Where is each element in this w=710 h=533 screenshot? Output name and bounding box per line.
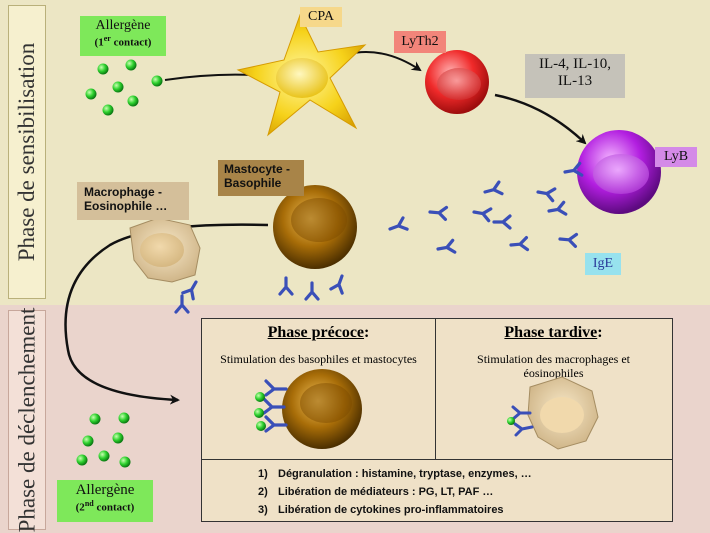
triggering-phase-label: Phase de déclenchement — [8, 308, 46, 532]
macrophage-cell — [129, 217, 203, 314]
allergen-molecules-second — [76, 412, 131, 468]
arrow-lyth2-to-lyb — [494, 93, 587, 145]
lyth2-label: LyTh2 — [394, 31, 446, 53]
lyb-label: LyB — [655, 147, 697, 167]
mechanism-steps-list: 1)Dégranulation : histamine, tryptase, e… — [258, 465, 532, 519]
step-item: 3)Libération de cytokines pro-inflammato… — [258, 504, 504, 516]
panel-column-divider — [435, 319, 436, 459]
free-ige-antibodies — [386, 161, 584, 257]
ige-label: IgE — [585, 253, 621, 275]
triggering-panel: Phase précoce : Stimulation des basophil… — [201, 318, 673, 522]
mastocyte-label: Mastocyte - Basophile — [218, 160, 304, 196]
allergen-second-label: Allergène (2nd contact) — [57, 480, 153, 522]
allergen-first-label: Allergène (1er contact) — [80, 16, 166, 56]
step-item: 2)Libération de médiateurs : PG, LT, PAF… — [258, 486, 494, 498]
early-phase-title: Phase précoce : — [267, 324, 370, 341]
step-item: 1)Dégranulation : histamine, tryptase, e… — [258, 468, 532, 480]
sensitization-phase-label: Phase de sensibilisation — [8, 5, 46, 299]
early-phase-subtitle: Stimulation des basophiles et mastocytes — [220, 352, 417, 366]
panel-row-divider — [202, 459, 672, 460]
cpa-cell — [236, 13, 367, 137]
lyb-cell — [577, 130, 661, 214]
mastocyte-cell — [273, 185, 357, 301]
interleukins-label: IL-4, IL-10, IL-13 — [525, 54, 625, 98]
macrophage-label: Macrophage - Eosinophile … — [77, 182, 189, 220]
cpa-label: CPA — [300, 7, 342, 27]
late-phase-subtitle: Stimulation des macrophages et éosinophi… — [477, 352, 630, 381]
lyth2-cell — [425, 50, 489, 114]
allergen-molecules-first — [85, 59, 163, 116]
late-phase-macrophage — [507, 376, 599, 450]
panel-cells — [254, 369, 599, 450]
late-phase-title: Phase tardive : — [504, 324, 603, 341]
early-phase-mastocyte — [254, 369, 362, 449]
